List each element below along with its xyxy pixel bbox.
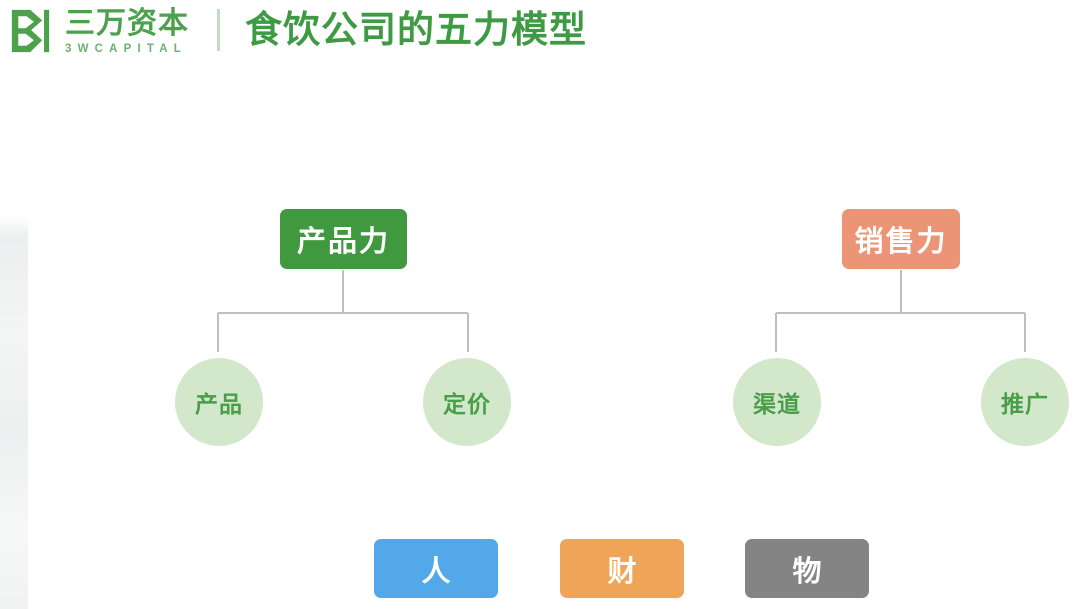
node-promotion[interactable]: 推广 (981, 358, 1069, 446)
node-pricing[interactable]: 定价 (423, 358, 511, 446)
brand-name-cn: 三万资本 (65, 7, 189, 40)
brand-logo-text: 三万资本 3WCAPITAL (65, 8, 189, 56)
node-resource-people[interactable]: 人 (374, 539, 498, 598)
brand-logo: 三万资本 3WCAPITAL (10, 8, 189, 56)
node-resource-finance[interactable]: 财 (560, 539, 684, 598)
title-divider (217, 9, 220, 51)
node-sales-power[interactable]: 销售力 (842, 209, 960, 269)
node-channel[interactable]: 渠道 (733, 358, 821, 446)
node-product-power[interactable]: 产品力 (280, 209, 407, 269)
brand-name-en: 3WCAPITAL (65, 43, 188, 55)
node-product-item[interactable]: 产品 (175, 358, 263, 446)
node-resource-goods[interactable]: 物 (745, 539, 869, 598)
page-header: 三万资本 3WCAPITAL 食饮公司的五力模型 (0, 0, 1080, 72)
3w-capital-logo-mark (11, 9, 50, 53)
page-title: 食饮公司的五力模型 (245, 9, 587, 50)
